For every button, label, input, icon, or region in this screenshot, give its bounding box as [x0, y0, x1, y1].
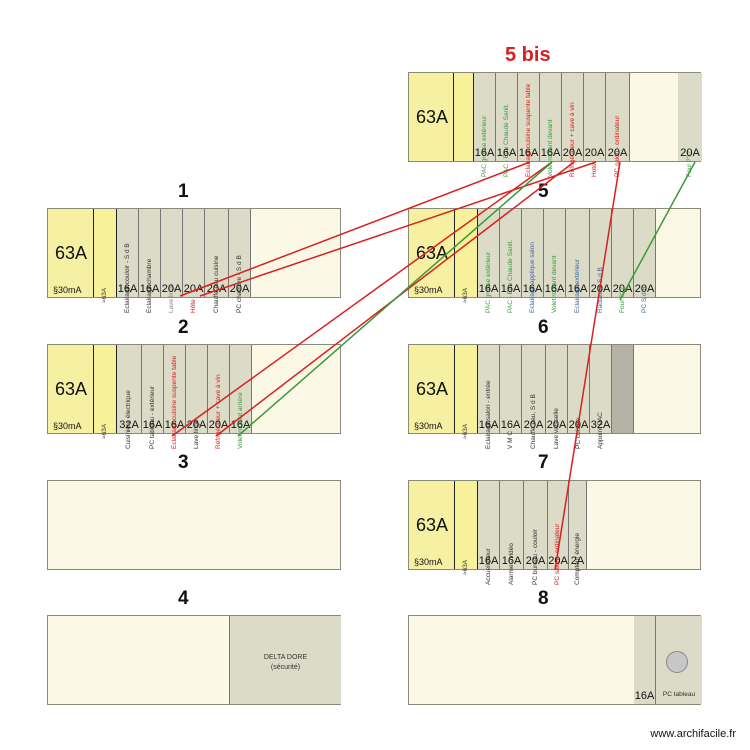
differential: ≈63A — [94, 209, 117, 303]
row-title-8: 8 — [538, 588, 549, 609]
panel-row-4: DELTA DORE (sécurité) — [47, 615, 341, 705]
main-breaker: 63A§30mA — [409, 345, 455, 433]
main-breaker: 63A§30mA — [48, 209, 94, 297]
wire-red — [199, 161, 597, 297]
breaker: Four ???20A — [678, 73, 702, 177]
row-title-3: 3 — [178, 452, 189, 473]
pc-tableau-module: PC tableau — [656, 616, 702, 704]
credit-text: www.archifacile.fr — [650, 728, 736, 740]
breaker: PAC - Eau Chaude Sanit.16A — [496, 73, 518, 177]
wire-red — [554, 161, 621, 571]
differential: ≈63A — [94, 345, 117, 439]
main-breaker: 63A§30mA — [48, 345, 94, 433]
main-breaker: 63A§30mA — [409, 481, 455, 569]
wire-green — [619, 161, 696, 301]
delta-dore-module: DELTA DORE (sécurité) — [229, 616, 341, 704]
row-title-1: 1 — [178, 181, 189, 202]
breaker: 16A — [634, 616, 656, 704]
panel-row-8: 16A PC tableau — [408, 615, 702, 705]
wire-red — [171, 161, 553, 437]
differential: ≈63A — [455, 481, 478, 575]
wire-green — [237, 161, 553, 437]
row-title-2: 2 — [178, 317, 189, 338]
row-title-5: 5 — [538, 181, 549, 202]
row-title-6: 6 — [538, 317, 549, 338]
row-title-4: 4 — [178, 588, 189, 609]
breaker: PAC - Eau Chaude Sanit.16A — [500, 209, 522, 313]
main-breaker: 63A — [409, 73, 454, 161]
row-title-5bis: 5 bis — [505, 44, 551, 66]
panel-row-3 — [47, 480, 341, 570]
wire-red — [179, 161, 531, 297]
differential: ≈63A — [455, 345, 478, 439]
blank-module — [612, 345, 634, 433]
socket-icon — [666, 651, 688, 673]
row-title-7: 7 — [538, 452, 549, 473]
